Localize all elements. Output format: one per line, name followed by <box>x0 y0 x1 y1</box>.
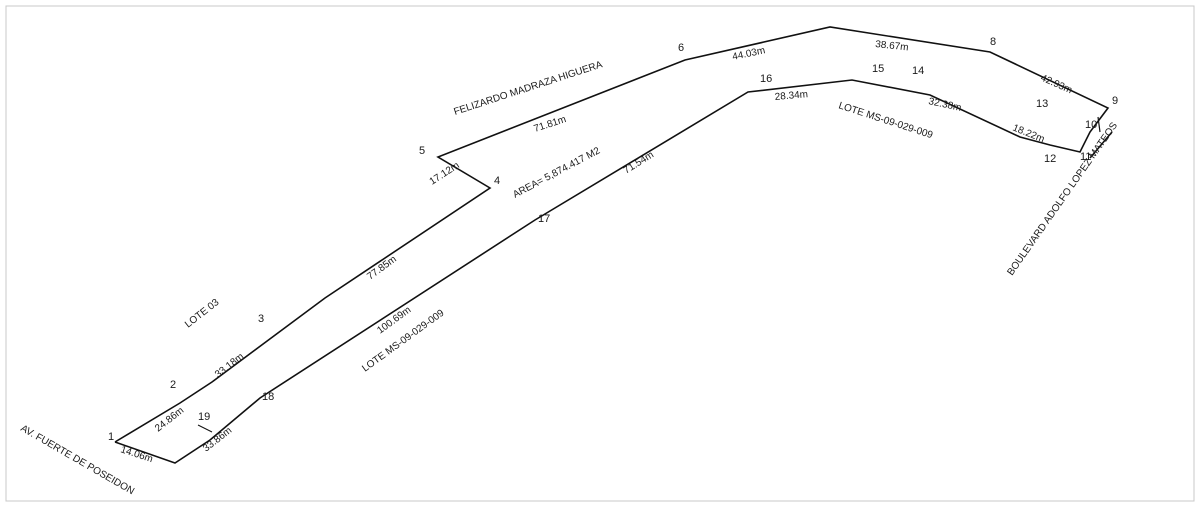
lote-left-label: LOTE 03 <box>183 297 222 331</box>
owner-north-label: FELIZARDO MADRAZA HIGUERA <box>453 59 605 118</box>
vertex-5: 5 <box>419 145 425 157</box>
distance-1-19: 14.06m <box>119 444 154 465</box>
vertex-17: 17 <box>538 213 550 225</box>
street-left-label: AV. FUERTE DE POSEIDON <box>19 423 136 497</box>
vertex-9: 9 <box>1112 95 1118 107</box>
vertex-8: 8 <box>990 36 996 48</box>
vertex-3: 3 <box>258 313 264 325</box>
vertex-6: 6 <box>678 42 684 54</box>
vertex-4: 4 <box>494 175 500 187</box>
vertex-14: 14 <box>912 65 924 77</box>
lote-right-label: LOTE MS-09-029-009 <box>837 100 934 141</box>
vertex-18: 18 <box>262 391 274 403</box>
distance-8-9: 42.93m <box>1039 73 1074 97</box>
vertex-12: 12 <box>1044 153 1056 165</box>
vertex-13: 13 <box>1036 98 1048 110</box>
street-edge-line <box>1089 131 1113 159</box>
vertex-1: 1 <box>108 431 114 443</box>
distance-5-4: 17.12m <box>428 160 462 187</box>
vertex-16: 16 <box>760 73 772 85</box>
vertex-11: 11 <box>1080 151 1091 163</box>
distance-15-16: 28.34m <box>774 89 808 103</box>
vertex-19-tick <box>197 424 213 433</box>
street-right-label: BOULEVARD ADOLFO LOPEZ MATEOS <box>1005 120 1120 277</box>
vertex-10-edge <box>1097 116 1101 133</box>
area-label: AREA= 5,874.417 M2 <box>511 145 602 200</box>
vertex-10: 10 <box>1085 119 1097 131</box>
vertex-2: 2 <box>170 379 176 391</box>
distance-12-13: 18.22m <box>1011 123 1046 146</box>
distance-13-15: 32.38m <box>927 96 962 114</box>
distance-16-17: 71.54m <box>622 150 656 177</box>
page-border <box>5 5 1195 502</box>
vertex-15: 15 <box>872 63 884 75</box>
parcel-boundary <box>114 26 1110 464</box>
vertex-19: 19 <box>198 411 210 423</box>
distance-7-8: 38.67m <box>875 39 909 53</box>
distance-2-3: 33.18m <box>213 351 246 380</box>
